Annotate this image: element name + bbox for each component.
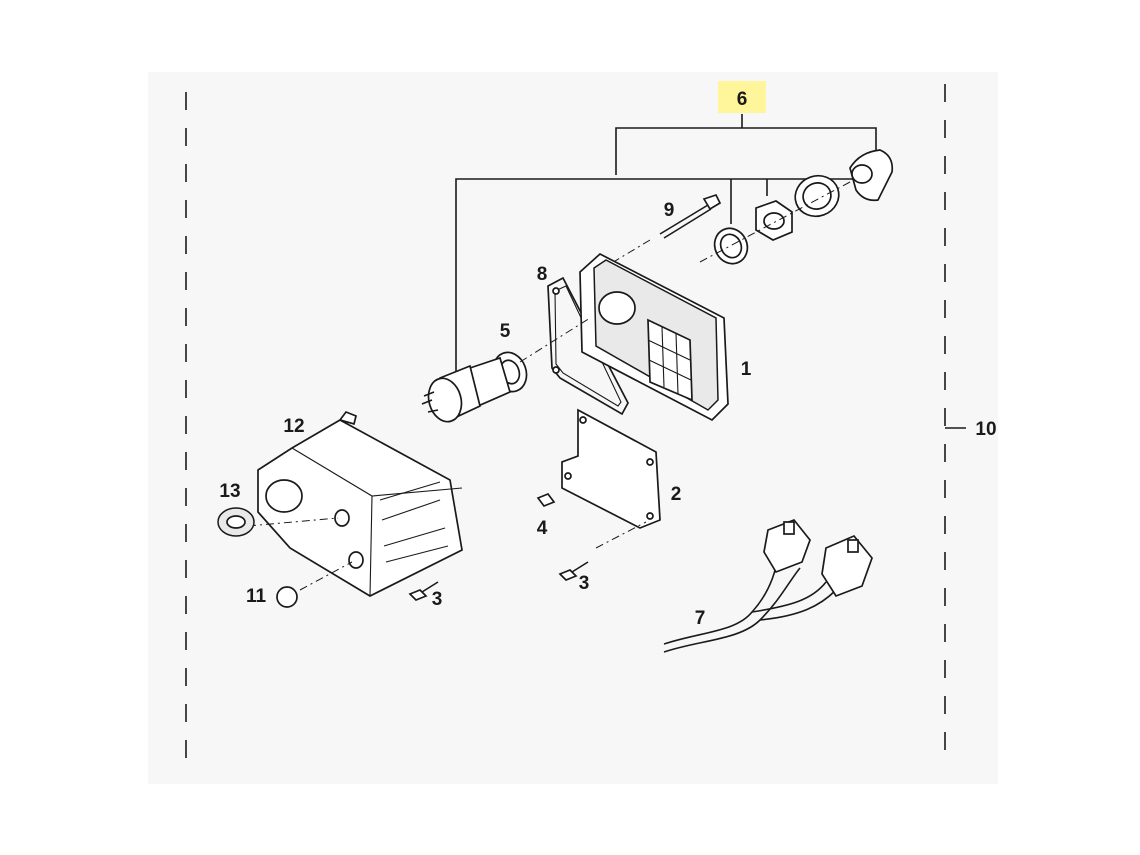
part-2-bracket-plate: [561, 408, 661, 549]
callout-2[interactable]: 2: [671, 484, 682, 505]
callout-12[interactable]: 12: [283, 416, 304, 437]
callout-13[interactable]: 13: [219, 481, 240, 502]
callout-3-right[interactable]: 3: [579, 573, 590, 594]
part-9-screw: [609, 193, 722, 265]
callout-10[interactable]: 10: [975, 419, 996, 440]
part-11-plug: [276, 586, 298, 608]
part-3-screw-a: [558, 561, 589, 581]
part-7-wiring-harness: [663, 518, 873, 653]
callout-5[interactable]: 5: [500, 321, 511, 342]
part-13-grommet: [217, 507, 255, 537]
callout-6-highlight: [718, 81, 766, 113]
callout-7[interactable]: 7: [695, 608, 706, 629]
part-12-rear-cover: [247, 410, 463, 597]
callout-8[interactable]: 8: [537, 264, 548, 285]
part-1-panel-housing: [579, 252, 729, 422]
part-1-keypad-grid: [647, 318, 693, 402]
callout-9[interactable]: 9: [664, 200, 675, 221]
callout-1[interactable]: 1: [741, 359, 752, 380]
callout-3-left[interactable]: 3: [432, 589, 443, 610]
callout-6[interactable]: 6: [737, 89, 748, 110]
part-5-ignition-switch: [421, 317, 591, 423]
part-6-kit-components: [699, 149, 894, 265]
part-8-gasket: [547, 276, 629, 416]
part-3-screw-b: [408, 581, 439, 601]
callout-4[interactable]: 4: [537, 518, 548, 539]
callout-11[interactable]: 11: [246, 586, 267, 607]
part-4-bolt: [536, 492, 556, 508]
